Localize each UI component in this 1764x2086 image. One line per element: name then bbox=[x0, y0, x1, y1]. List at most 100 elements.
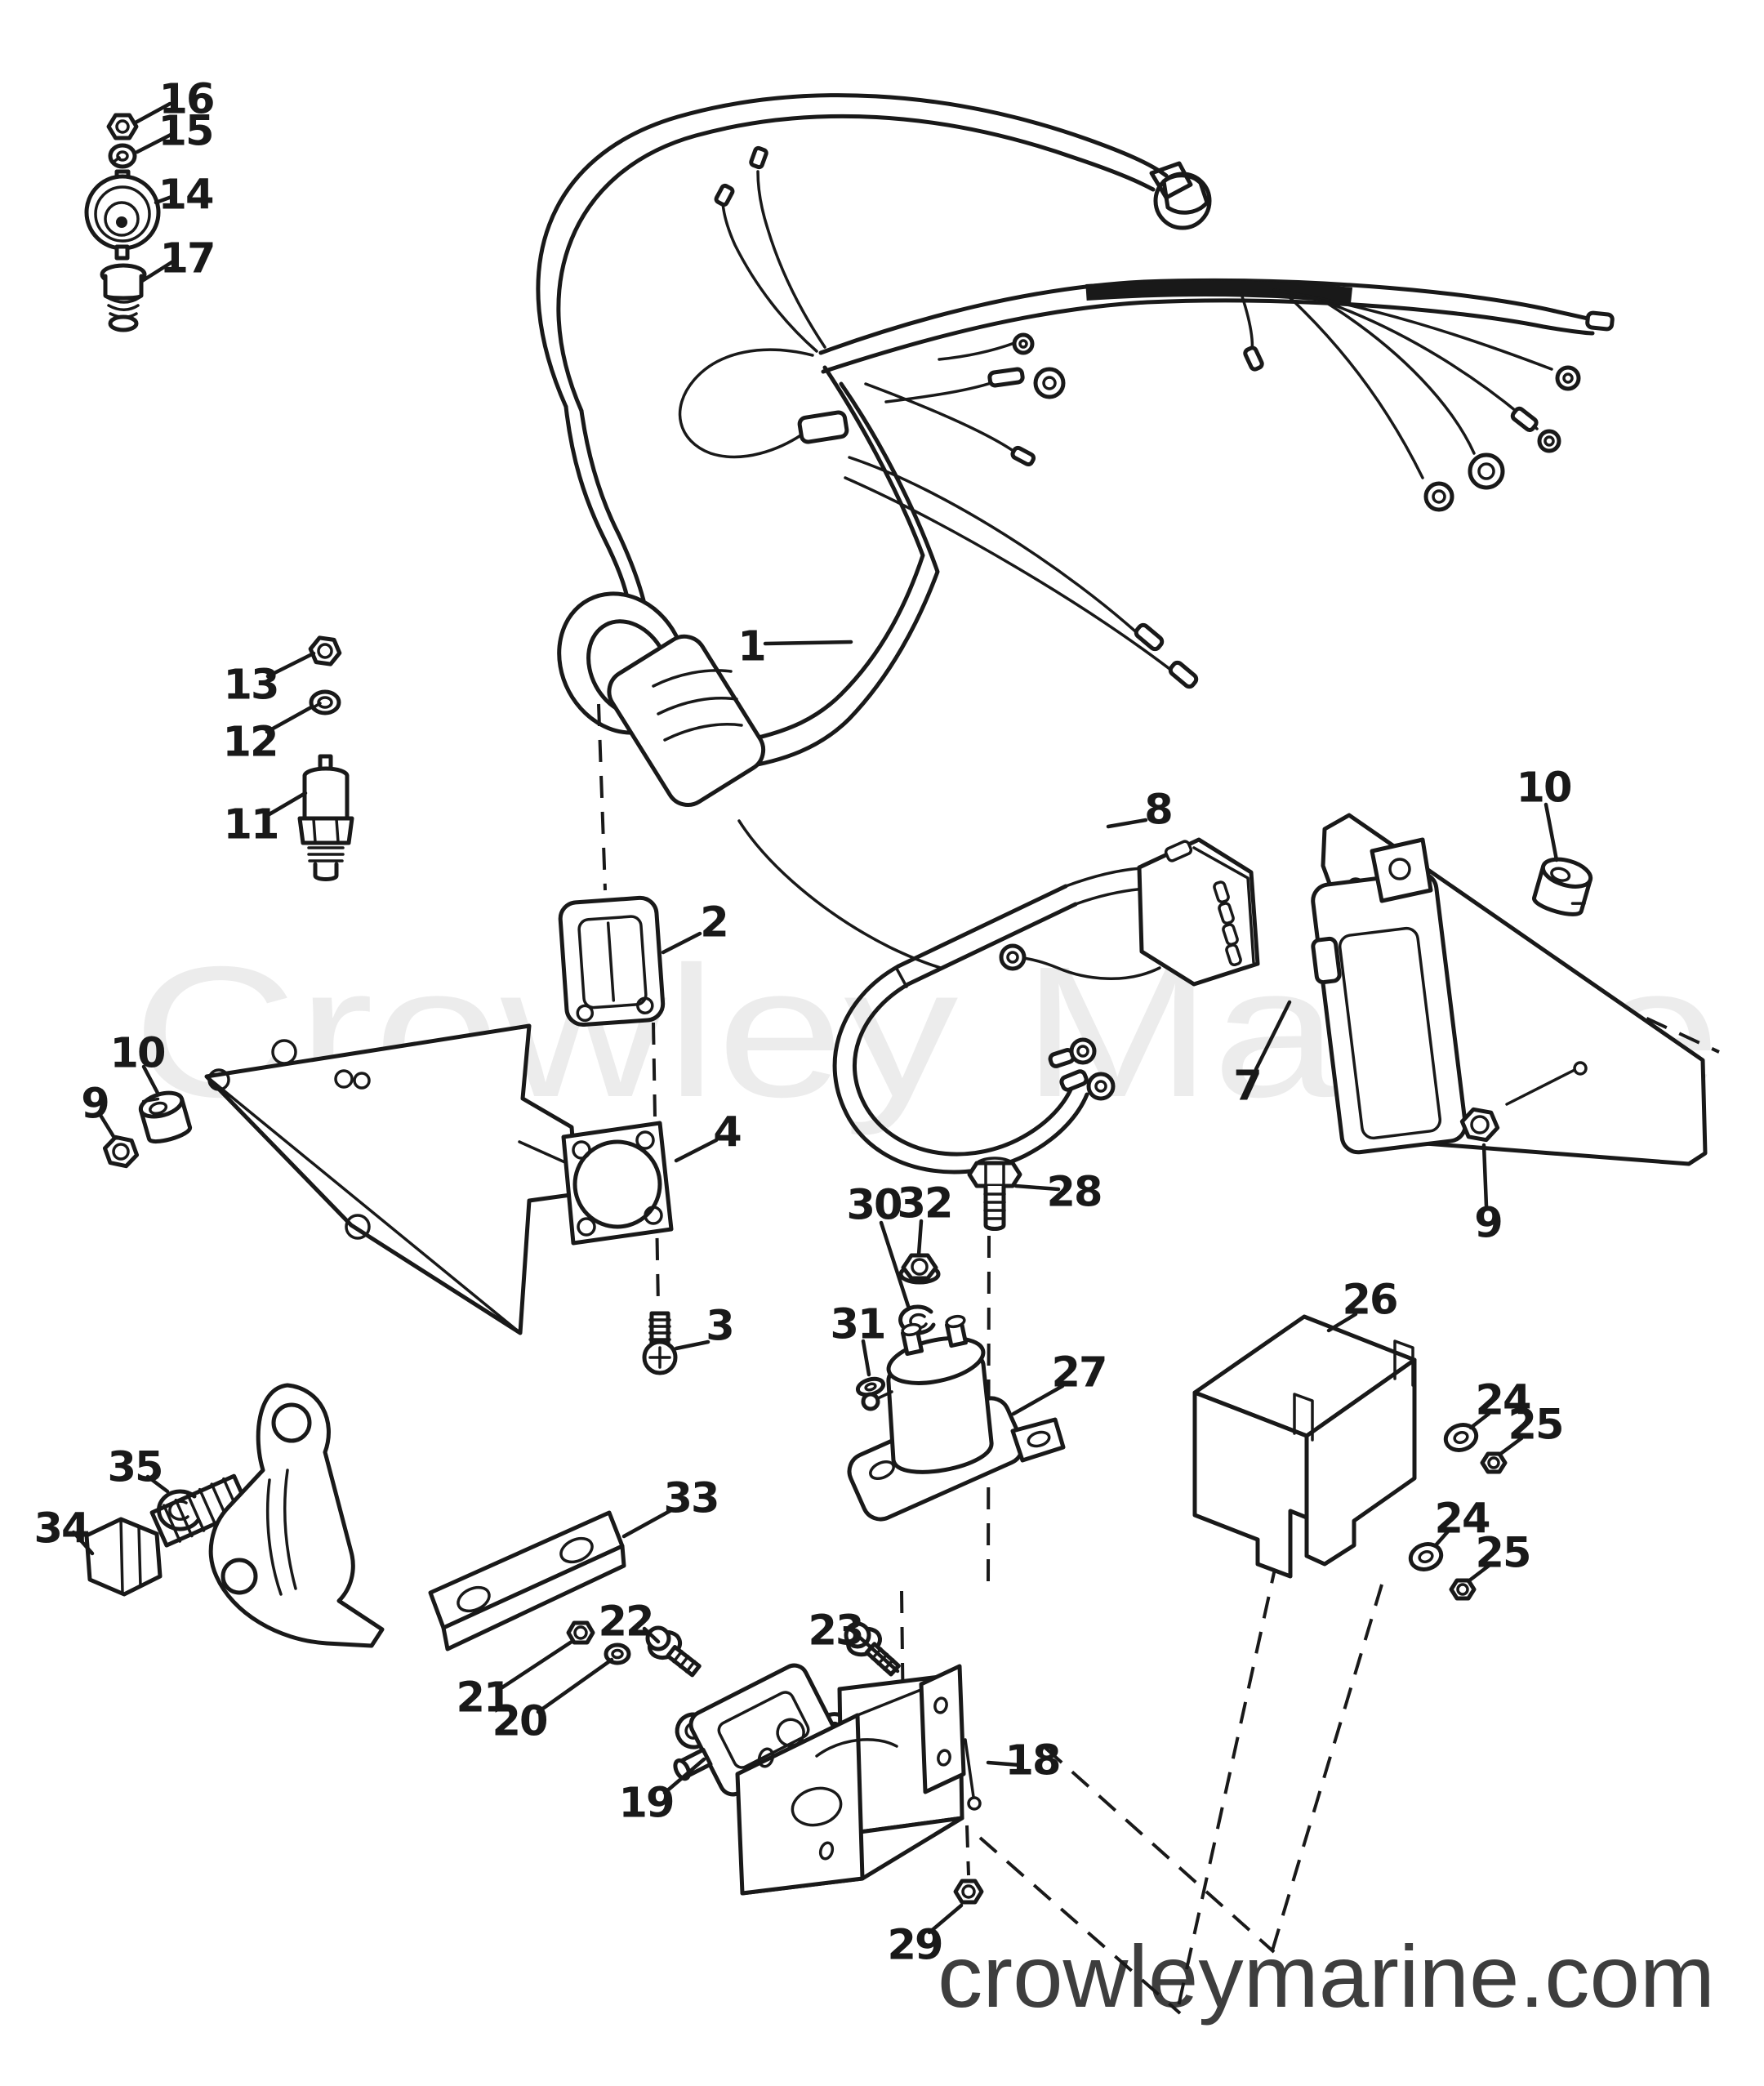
callout-leader-29 bbox=[927, 1903, 964, 1935]
callout-number-17: 17 bbox=[160, 234, 215, 283]
callout-leader-24 bbox=[1468, 1411, 1491, 1430]
callout-leader-17 bbox=[140, 259, 176, 283]
part-30-lockwasher bbox=[898, 1304, 936, 1335]
part-2-clamp bbox=[558, 895, 666, 1027]
part-29-nut bbox=[953, 1879, 984, 1905]
cable-connector-block bbox=[1137, 837, 1260, 987]
callout-leader-7 bbox=[1254, 1000, 1292, 1072]
callout-leader-27 bbox=[1011, 1384, 1065, 1416]
harness-plug-connector bbox=[557, 591, 766, 807]
callout-leader-12 bbox=[265, 705, 314, 734]
callout-leader-3 bbox=[674, 1339, 710, 1351]
small-connector bbox=[797, 410, 849, 444]
callout-leader-31 bbox=[861, 1339, 871, 1377]
callout-number-29: 29 bbox=[888, 1921, 942, 1969]
callout-leader-16 bbox=[133, 101, 172, 125]
callout-leader-10 bbox=[141, 1064, 161, 1097]
callout-leader-20 bbox=[536, 1657, 614, 1714]
part-11-temp-sender bbox=[297, 754, 354, 881]
callout-number-19: 19 bbox=[619, 1779, 674, 1827]
callout-number-33: 33 bbox=[664, 1474, 719, 1522]
part-26-cover bbox=[1192, 1314, 1417, 1579]
boot-terminal bbox=[1149, 161, 1212, 230]
callout-leader-1 bbox=[763, 640, 853, 646]
callout-leader-10 bbox=[1544, 802, 1559, 862]
part-22-screw bbox=[645, 1625, 702, 1678]
solenoid-terminal-studs bbox=[900, 1314, 969, 1357]
callout-leader-34 bbox=[71, 1530, 95, 1556]
footer-site-text: crowleymarine.com bbox=[938, 1927, 1715, 2026]
callout-number-28: 28 bbox=[1047, 1168, 1102, 1216]
callout-number-26: 26 bbox=[1343, 1276, 1397, 1324]
callout-number-25: 25 bbox=[1476, 1529, 1530, 1577]
callout-number-2: 2 bbox=[700, 898, 728, 947]
callout-number-35: 35 bbox=[108, 1443, 163, 1491]
callout-number-9: 9 bbox=[1474, 1199, 1502, 1247]
callout-number-9: 9 bbox=[81, 1080, 109, 1128]
callout-leader-11 bbox=[265, 791, 308, 818]
callout-number-3: 3 bbox=[706, 1302, 733, 1350]
part-8-cable-assembly bbox=[832, 837, 1260, 1174]
callout-number-15: 15 bbox=[158, 107, 213, 155]
part-9-nut-left bbox=[102, 1134, 140, 1169]
part-16-nut bbox=[106, 113, 139, 140]
callout-leader-9 bbox=[99, 1114, 117, 1140]
callout-leader-25 bbox=[1497, 1436, 1524, 1457]
callout-number-22: 22 bbox=[599, 1598, 653, 1646]
callout-leader-2 bbox=[661, 931, 702, 955]
part-9-nut-right bbox=[1459, 1107, 1500, 1143]
callout-leader-22 bbox=[642, 1626, 661, 1644]
callout-leader-21 bbox=[500, 1639, 574, 1690]
callout-leader-25 bbox=[1466, 1563, 1491, 1584]
callout-leader-15 bbox=[135, 132, 173, 154]
callout-leader-35 bbox=[145, 1474, 170, 1494]
callout-leader-18 bbox=[986, 1760, 1022, 1767]
part-13-nut bbox=[308, 635, 342, 666]
callout-leader-28 bbox=[1013, 1183, 1061, 1192]
part-18-bracket bbox=[735, 1664, 982, 1896]
callout-number-24: 24 bbox=[1476, 1376, 1530, 1424]
wiring-harness-part-1 bbox=[536, 93, 1615, 969]
part-17-fitting bbox=[100, 263, 147, 332]
callout-number-1: 1 bbox=[737, 622, 765, 671]
part-25-nut-upper bbox=[1480, 1451, 1508, 1474]
part-10-bushing-right bbox=[1532, 857, 1593, 916]
callout-number-25: 25 bbox=[1508, 1401, 1563, 1449]
callout-leader-23 bbox=[850, 1629, 900, 1674]
callout-leader-13 bbox=[265, 651, 316, 679]
callout-number-12: 12 bbox=[223, 718, 278, 766]
part-15-lockwasher bbox=[108, 143, 137, 169]
callout-number-18: 18 bbox=[1005, 1736, 1060, 1785]
part-27-solenoid bbox=[847, 1314, 1066, 1522]
callout-leader-19 bbox=[662, 1757, 706, 1795]
part-7-regulator-assembly bbox=[1311, 813, 1708, 1166]
part-24-washer-lower bbox=[1408, 1542, 1444, 1571]
callout-leader-32 bbox=[916, 1219, 924, 1257]
callout-number-27: 27 bbox=[1052, 1348, 1107, 1397]
part-14-oil-pressure-sender bbox=[84, 169, 161, 261]
part-25-nut-lower bbox=[1449, 1578, 1477, 1601]
callout-number-16: 16 bbox=[159, 75, 214, 123]
callout-number-20: 20 bbox=[492, 1697, 547, 1745]
callout-leader-30 bbox=[879, 1220, 911, 1308]
callout-leader-14 bbox=[154, 194, 174, 205]
part-24-washer-upper bbox=[1443, 1423, 1479, 1452]
voltage-regulator bbox=[1311, 837, 1468, 1155]
callout-number-10: 10 bbox=[1517, 764, 1571, 812]
part-28-bolt bbox=[967, 1157, 1022, 1231]
callout-number-4: 4 bbox=[713, 1108, 741, 1157]
part-33-bracket bbox=[208, 1383, 626, 1651]
callout-number-11: 11 bbox=[224, 800, 278, 849]
callout-number-23: 23 bbox=[808, 1607, 863, 1655]
callout-leader-24 bbox=[1433, 1529, 1450, 1548]
part-4-bracket bbox=[204, 1023, 674, 1335]
callout-number-32: 32 bbox=[898, 1179, 952, 1228]
part-21-nut bbox=[566, 1620, 595, 1645]
part-32-nut bbox=[898, 1253, 941, 1285]
callout-number-14: 14 bbox=[158, 171, 213, 219]
ring-terminals-right bbox=[1243, 345, 1581, 512]
part-3-screw bbox=[642, 1311, 678, 1375]
